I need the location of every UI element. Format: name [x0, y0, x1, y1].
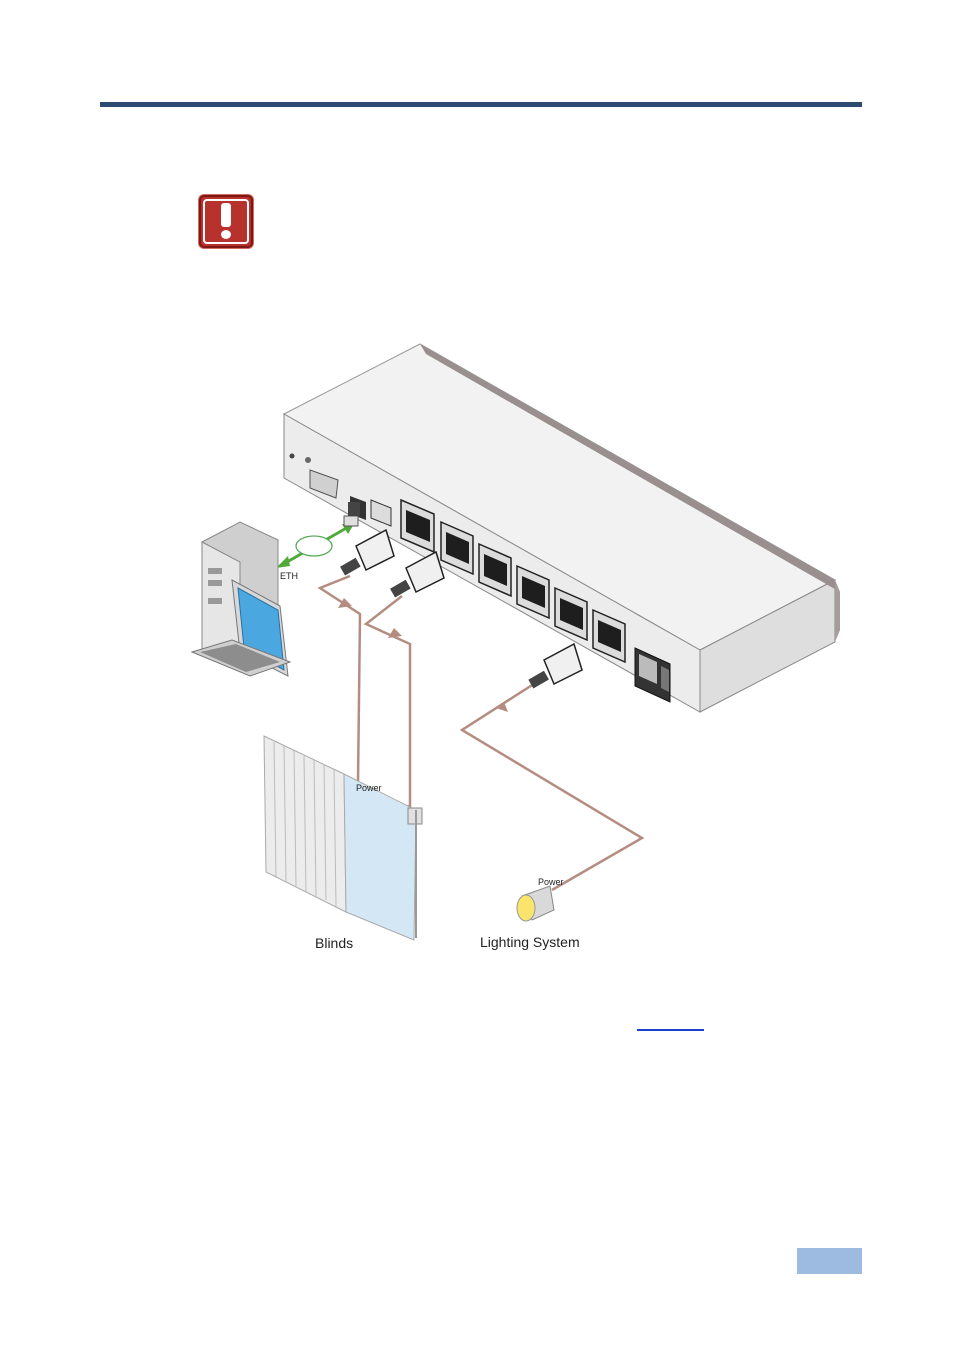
- label-eth: ETH: [280, 571, 298, 581]
- label-blinds: Blinds: [315, 935, 353, 951]
- blinds: [264, 736, 422, 940]
- label-power-lighting: Power: [538, 877, 564, 887]
- page-number-box: [797, 1248, 862, 1274]
- label-power-blinds: Power: [356, 783, 382, 793]
- computer: [192, 522, 290, 676]
- lamp-light: [517, 886, 554, 921]
- hyperlink-underline[interactable]: [637, 1029, 704, 1031]
- connection-diagram-svg: [180, 330, 860, 970]
- exclamation-warning-icon: [199, 195, 253, 248]
- header-rule: [100, 102, 862, 107]
- label-lighting-system: Lighting System: [480, 934, 580, 950]
- connection-diagram: ETH Power Power Blinds Lighting System: [180, 330, 860, 970]
